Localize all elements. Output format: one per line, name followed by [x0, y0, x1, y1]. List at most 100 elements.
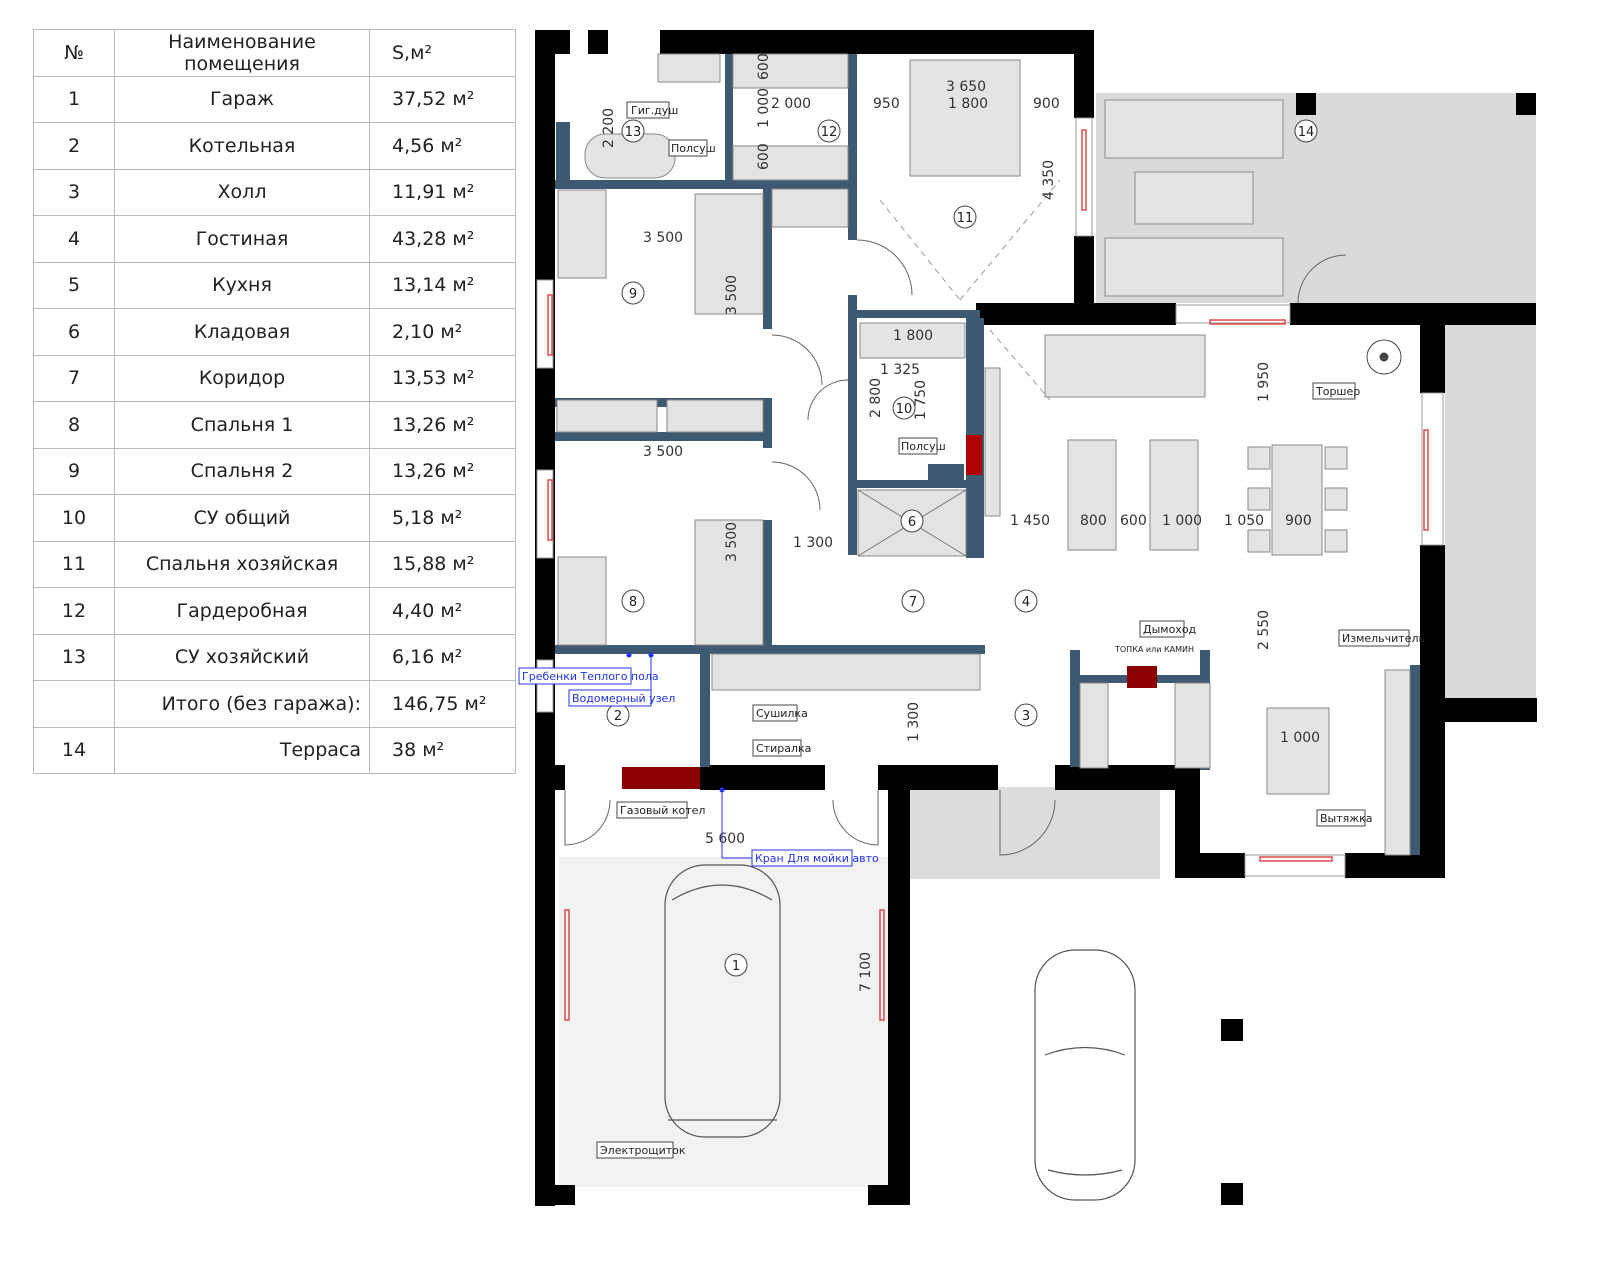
dimension-label: 1 000	[1280, 730, 1320, 746]
room-number-texts: 1 2 3 4 6 7 8 9 10 11 12 13 14	[614, 125, 1314, 974]
room-number: 8	[629, 595, 637, 610]
callout-polsush: Полсуш	[901, 440, 946, 453]
room-number: 9	[629, 287, 637, 302]
row-num: 6	[33, 308, 115, 356]
terrace-name: Терраса	[114, 726, 370, 774]
room-number: 14	[1298, 125, 1315, 140]
room-number: 6	[908, 515, 916, 530]
row-name: Кухня	[114, 261, 370, 309]
row-area: 4,40 м²	[369, 587, 516, 635]
dimension-label: 1 800	[893, 328, 933, 344]
dimension-label: 1 300	[906, 702, 922, 742]
dimension-label: 600	[1120, 513, 1147, 529]
bath-heater	[966, 435, 982, 475]
row-name: Холл	[114, 168, 370, 216]
header-num: №	[33, 29, 115, 77]
row-name: СУ общий	[114, 494, 370, 542]
dimension-label: 3 500	[724, 275, 740, 315]
room-number: 13	[625, 125, 642, 140]
callout-gig-dush: Гиг.душ	[631, 104, 678, 117]
callout-grebenki: Гребенки Теплого пола	[522, 670, 659, 683]
dashed-guides	[879, 179, 1061, 401]
total-num	[33, 680, 115, 728]
dimension-label: 5 600	[705, 831, 745, 847]
built-in-cabinets	[556, 53, 1411, 856]
dimension-label: 2 800	[868, 378, 884, 418]
row-name: Спальня 2	[114, 447, 370, 495]
fireplace	[1127, 666, 1157, 688]
row-area: 13,26 м²	[369, 447, 516, 495]
row-name: СУ хозяйский	[114, 633, 370, 681]
dimension-label: 2 550	[1256, 610, 1272, 650]
dimension-label: 1 300	[793, 535, 833, 551]
dimension-label: 800	[1080, 513, 1107, 529]
room-number: 4	[1022, 595, 1030, 610]
radiators	[547, 129, 1429, 1021]
windows-left	[536, 117, 1444, 877]
table-header-row: № Наименование помещения S,м²	[33, 29, 516, 77]
dimension-label: 950	[873, 96, 900, 112]
room-number: 3	[1022, 709, 1030, 724]
row-num: 3	[33, 168, 115, 216]
row-num: 2	[33, 122, 115, 170]
room-number: 11	[957, 211, 974, 226]
total-area: 146,75 м²	[369, 680, 516, 728]
row-num: 5	[33, 261, 115, 309]
row-area: 37,52 м²	[369, 75, 516, 123]
callout-gazovy: Газовый котел	[620, 804, 705, 817]
header-area: S,м²	[369, 29, 516, 77]
dining-chairs	[1247, 446, 1348, 553]
blue-callouts: Гребенки Теплого пола Водомерный узел Кр…	[518, 652, 879, 867]
terrace-floor-side	[1445, 303, 1536, 701]
dimension-label: 900	[1033, 96, 1060, 112]
dimension-label: 3 500	[643, 444, 683, 460]
callout-topka: ТОПКА или КАМИН	[1114, 645, 1194, 654]
callout-stiralka: Стиралка	[756, 742, 811, 755]
callout-dymohod: Дымоход	[1143, 623, 1197, 636]
gas-boiler	[622, 767, 700, 789]
row-num: 12	[33, 587, 115, 635]
row-area: 43,28 м²	[369, 215, 516, 263]
porch-floor	[910, 787, 1160, 879]
dimension-label: 600	[756, 53, 772, 80]
callout-polsush: Полсуш	[671, 142, 716, 155]
garage-floor	[559, 857, 889, 1187]
dimension-label: 3 500	[643, 230, 683, 246]
room-number: 2	[614, 709, 622, 724]
room-number: 12	[821, 125, 838, 140]
row-area: 6,16 м²	[369, 633, 516, 681]
callout-elektro: Электрощиток	[600, 1144, 686, 1157]
parked-car	[1034, 949, 1136, 1201]
dimension-label: 1 800	[948, 96, 988, 112]
furniture	[557, 53, 1330, 795]
dimension-label: 1 325	[880, 362, 920, 378]
row-num: 7	[33, 354, 115, 402]
room-number: 1	[732, 959, 740, 974]
row-num: 13	[33, 633, 115, 681]
dimension-label: 2 200	[601, 108, 617, 148]
dimension-label: 1 950	[1256, 362, 1272, 402]
total-name: Итого (без гаража):	[114, 680, 370, 728]
dimension-label: 600	[756, 143, 772, 170]
dimension-label: 1 000	[756, 88, 772, 128]
dimension-label: 1 450	[1010, 513, 1050, 529]
row-name: Котельная	[114, 122, 370, 170]
row-name: Гостиная	[114, 215, 370, 263]
callout-sushilka: Сушилка	[756, 707, 808, 720]
row-num: 8	[33, 401, 115, 449]
row-num: 10	[33, 494, 115, 542]
dimension-label: 2 000	[771, 96, 811, 112]
room-number: 7	[909, 595, 917, 610]
row-name: Спальня хозяйская	[114, 540, 370, 588]
